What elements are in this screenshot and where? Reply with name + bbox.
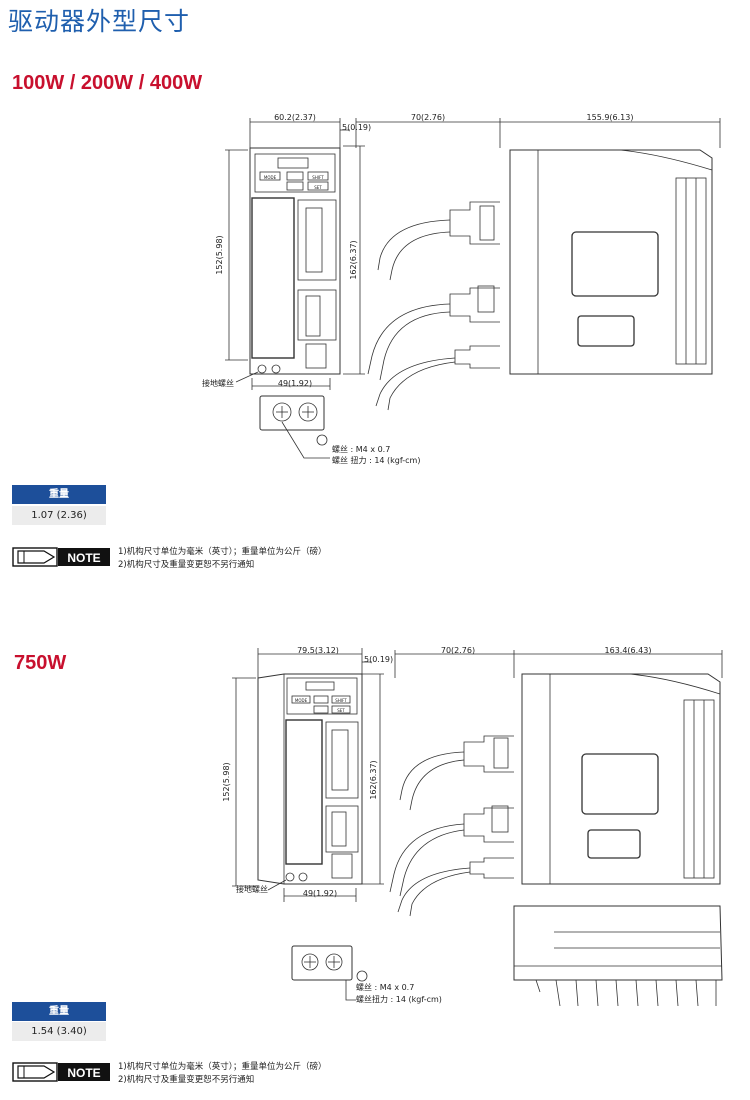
screw-spec: 螺丝 : M4 x 0.7 — [332, 444, 390, 454]
panel-set: SET — [337, 708, 345, 713]
notes: 1)机构尺寸单位为毫米（英寸）；重量单位为公斤（磅） 2)机构尺寸及重量变更恕不… — [118, 1061, 326, 1087]
section-title-1: 100W / 200W / 400W — [12, 72, 203, 94]
dim-width-top: 60.2(2.37) — [274, 113, 316, 122]
ground-screw-label: 接地螺丝 — [236, 884, 268, 894]
weight-header: 重量 — [12, 1002, 106, 1021]
note-line: 2)机构尺寸及重量变更恕不另行通知 — [118, 560, 255, 570]
panel-mode: MODE — [264, 175, 277, 180]
weight-header: 重量 — [12, 485, 106, 504]
dim-depth-b: 163.4(6.43) — [605, 646, 652, 655]
dim-height-right: 162(6.37) — [349, 240, 358, 279]
note-label: NOTE — [67, 1066, 100, 1080]
dim-height-left: 152(5.98) — [222, 762, 231, 801]
dim-gap: 5(0.19) — [342, 123, 371, 132]
dim-bottom: 49(1.92) — [278, 379, 312, 388]
dim-depth-a: 70(2.76) — [411, 113, 445, 122]
weight-value: 1.54 (3.40) — [12, 1022, 106, 1041]
note-label: NOTE — [67, 551, 100, 565]
drawing-750w: 79.5(3.12) 5(0.19) 70(2.76) 163.4(6.43) … — [222, 646, 723, 1007]
note-badge: NOTE — [12, 1062, 110, 1082]
section-title-2: 750W — [14, 652, 67, 674]
dim-depth-b: 155.9(6.13) — [587, 113, 634, 122]
torque-spec: 螺丝扭力 : 14 (kgf-cm) — [356, 994, 442, 1004]
note-line: 1)机构尺寸单位为毫米（英寸）；重量单位为公斤（磅） — [118, 1062, 327, 1072]
weight-value: 1.07 (2.36) — [12, 506, 106, 525]
panel-mode: MODE — [295, 698, 308, 703]
dim-width-top: 79.5(3.12) — [297, 646, 339, 655]
ground-screw-label: 接地螺丝 — [202, 378, 234, 388]
screw-spec: 螺丝 : M4 x 0.7 — [356, 982, 414, 992]
dim-depth-a: 70(2.76) — [441, 646, 475, 655]
dim-height-right: 162(6.37) — [369, 760, 378, 799]
note-line: 2)机构尺寸及重量变更恕不另行通知 — [118, 1075, 255, 1085]
panel-shift: SHIFT — [312, 175, 324, 180]
dim-bottom: 49(1.92) — [303, 889, 337, 898]
panel-shift: SHIFT — [335, 698, 347, 703]
notes: 1)机构尺寸单位为毫米（英寸）；重量单位为公斤（磅） 2)机构尺寸及重量变更恕不… — [118, 546, 326, 572]
panel-set: SET — [314, 185, 322, 190]
dim-gap: 5(0.19) — [364, 655, 393, 664]
torque-spec: 螺丝 扭力 : 14 (kgf-cm) — [332, 455, 420, 465]
note-line: 1)机构尺寸单位为毫米（英寸）；重量单位为公斤（磅） — [118, 547, 327, 557]
note-badge: NOTE — [12, 547, 110, 567]
drawing-100-400w: 60.2(2.37) 5(0.19) 70(2.76) 155.9(6.13) … — [202, 113, 721, 465]
dim-height-left: 152(5.98) — [215, 235, 224, 274]
page-title: 驱动器外型尺寸 — [8, 7, 191, 36]
